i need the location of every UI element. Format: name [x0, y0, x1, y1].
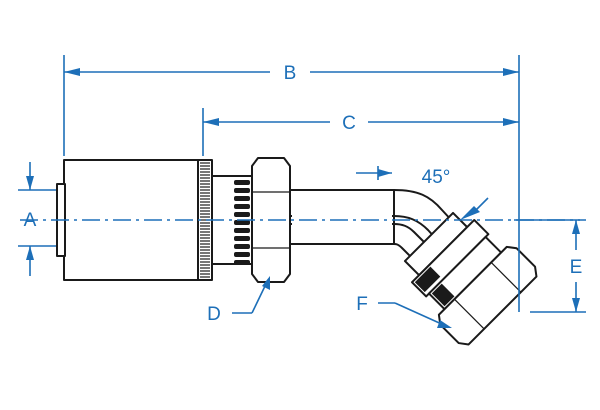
hose-fitting [56, 157, 538, 346]
hex-tooth [234, 204, 250, 209]
hex-tooth [234, 260, 250, 265]
crimp-ring [197, 159, 213, 281]
hex-tooth [234, 212, 250, 217]
hex-tooth [234, 220, 250, 225]
label-c: C [342, 113, 356, 134]
hex-tooth [234, 196, 250, 201]
hex-tooth [234, 228, 250, 233]
angle-label: 45° [422, 167, 451, 188]
label-d: D [207, 304, 221, 325]
hex-tooth [234, 244, 250, 249]
label-f: F [356, 294, 368, 315]
hex-tooth [234, 252, 250, 257]
angled-end [403, 211, 538, 346]
label-e: E [570, 257, 583, 278]
hex-tooth [234, 188, 250, 193]
hex-tooth [234, 236, 250, 241]
dimensions: B C A E 45° D [18, 55, 586, 328]
label-a: A [24, 210, 37, 231]
bent-tube [289, 189, 467, 269]
hex-tooth [234, 180, 250, 185]
label-b: B [284, 63, 297, 84]
